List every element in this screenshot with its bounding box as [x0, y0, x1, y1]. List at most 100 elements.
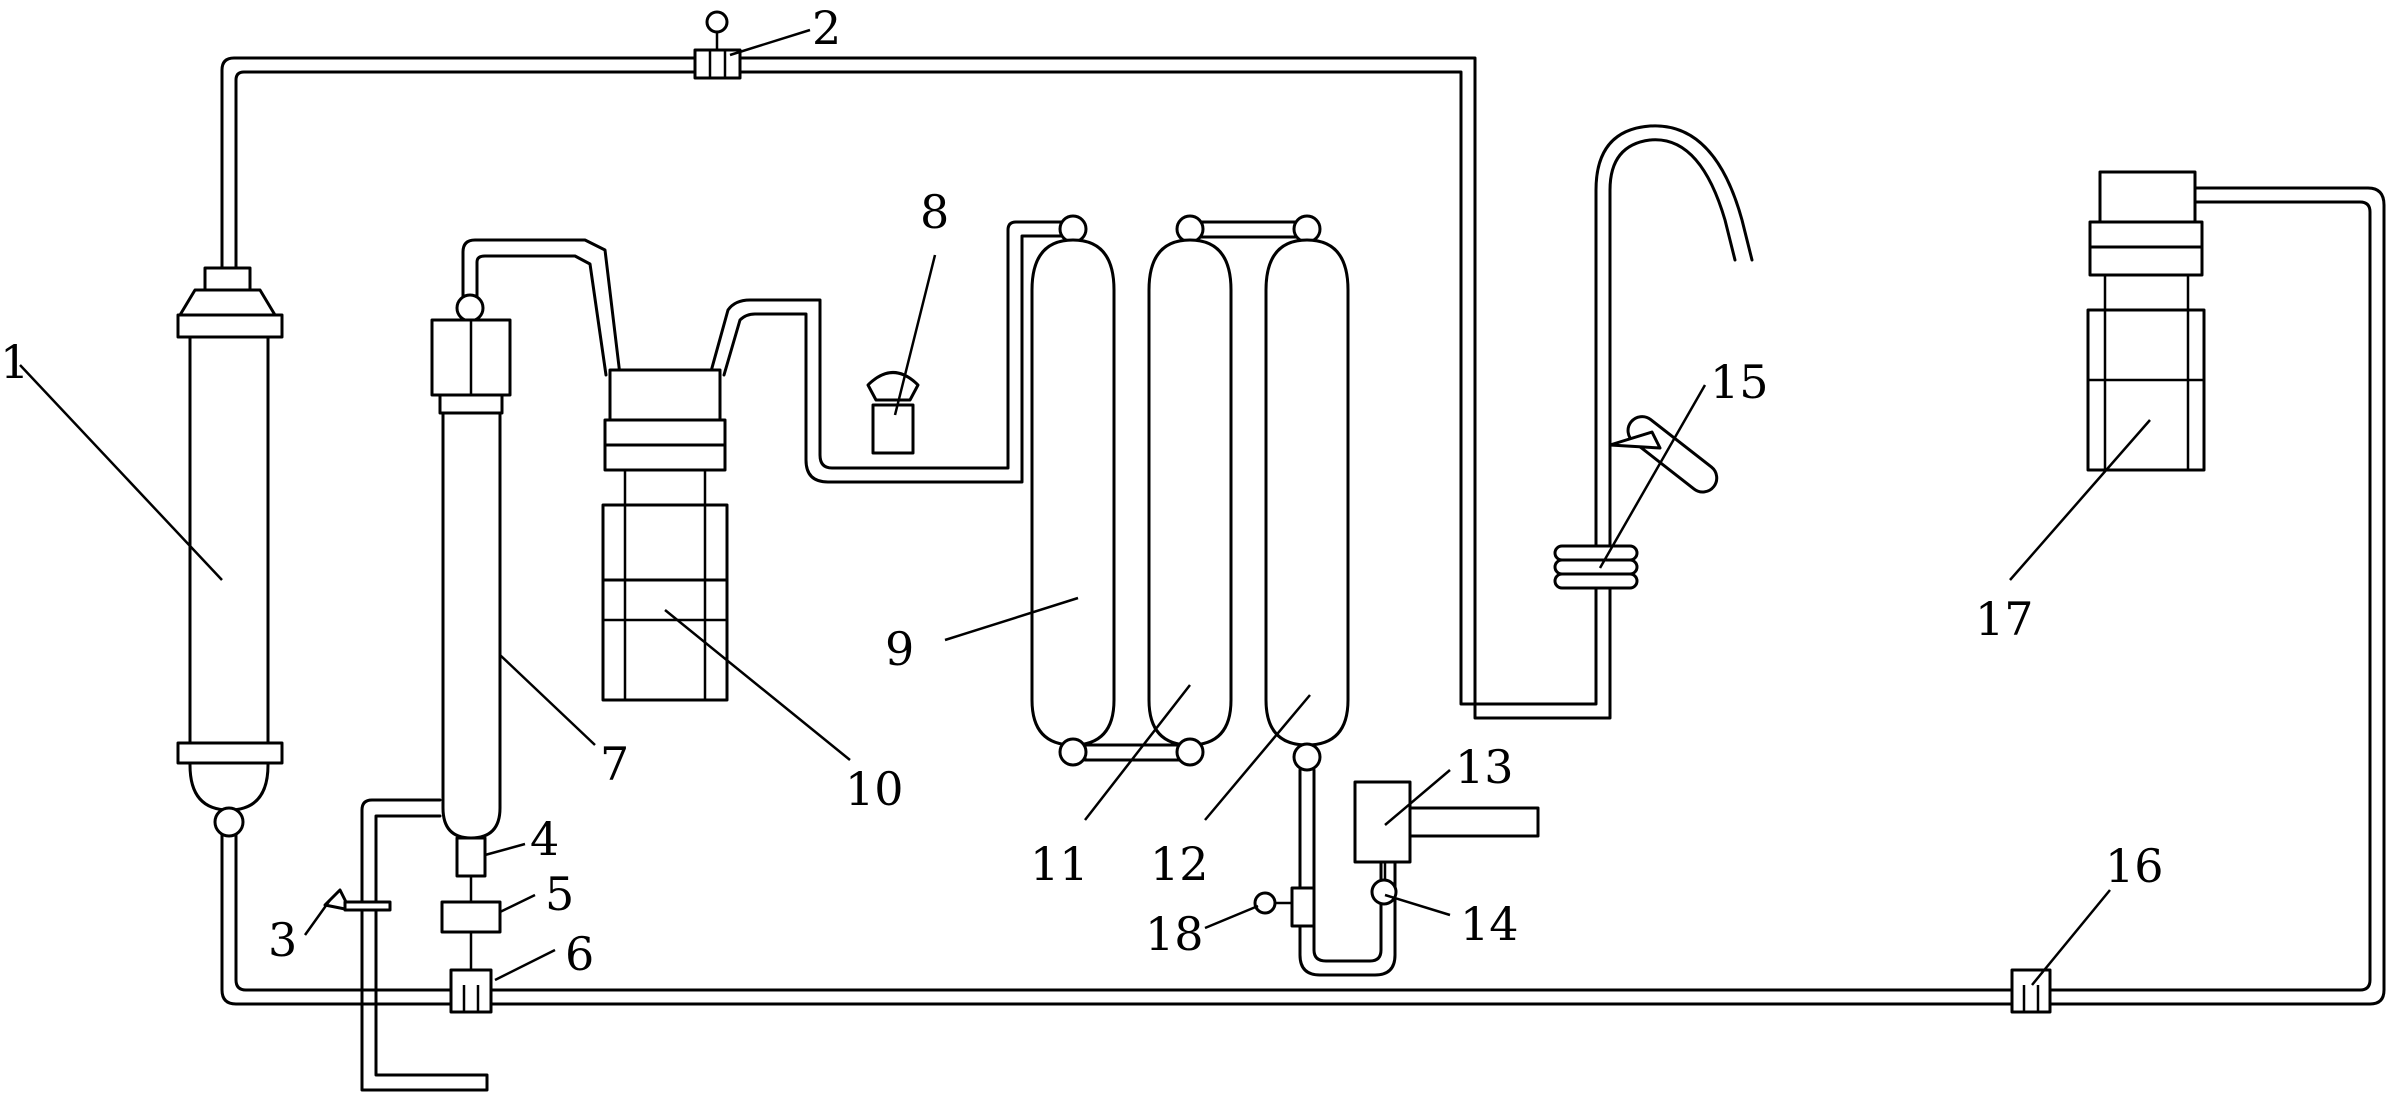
label-6: 6 — [565, 927, 594, 981]
gauge-18-body — [1290, 886, 1316, 928]
label-10: 10 — [845, 762, 904, 816]
label-3: 3 — [268, 913, 297, 967]
column-7-tube — [441, 411, 502, 840]
label-9: 9 — [885, 622, 914, 676]
top-pipe-outer — [220, 56, 1737, 720]
bottom-pipe-inner — [234, 200, 2372, 992]
faucet-15-seal-c — [1553, 572, 1639, 590]
part-4-body — [455, 836, 487, 878]
filter-1-body — [188, 335, 270, 812]
filter-1-cap — [178, 288, 277, 317]
pipe-7-10-inner — [475, 254, 608, 377]
clamp-16-body — [2010, 968, 2052, 1014]
leader-18 — [1204, 904, 1259, 930]
leader-13 — [1384, 769, 1451, 826]
leader-11 — [1084, 684, 1191, 821]
tank-11-body — [1147, 238, 1233, 747]
tank-11 — [1147, 214, 1233, 767]
unit-13-box — [1353, 780, 1412, 864]
unit-13 — [1353, 780, 1540, 880]
drain-tap-3-stem — [343, 900, 392, 912]
filter-1-outlet — [213, 806, 245, 838]
filter-1-ring — [176, 313, 284, 339]
tank-12-bottom-nipple — [1292, 742, 1322, 772]
tank-9 — [1030, 214, 1116, 767]
label-1: 1 — [0, 335, 29, 389]
connector-11-12 — [1198, 220, 1307, 239]
leader-14 — [1384, 893, 1451, 917]
leader-12 — [1204, 694, 1311, 821]
label-18: 18 — [1145, 907, 1204, 961]
filter-cartridge-1 — [176, 266, 284, 838]
faucet-15-seal-b — [1553, 558, 1639, 576]
gauge-18-icon — [1253, 891, 1277, 915]
unit-13-arm — [1398, 806, 1540, 838]
housing-10-band-b — [603, 443, 727, 472]
valve-14-icon — [1370, 878, 1398, 906]
gauge-2-icon — [705, 10, 729, 34]
housing-17-band-b — [2088, 245, 2204, 277]
drain-tap-3 — [323, 888, 392, 912]
label-4: 4 — [530, 812, 559, 866]
leader-2 — [729, 28, 811, 57]
label-8: 8 — [920, 185, 949, 239]
housing-17-top — [2098, 170, 2197, 224]
housing-17-body — [2086, 308, 2206, 472]
leader-17 — [2009, 419, 2151, 581]
pipe-7-10-outer — [461, 238, 622, 377]
label-13: 13 — [1455, 740, 1514, 794]
tank-12-top-nipple — [1292, 214, 1322, 244]
filter-housing-10 — [601, 368, 729, 702]
faucet-15-handle — [1626, 415, 1719, 494]
top-pipe-inner — [234, 70, 1754, 706]
tank-12 — [1264, 214, 1350, 772]
gauge-18 — [1253, 886, 1316, 928]
pipe-12-out-outer — [1298, 768, 1397, 977]
valve-stack-4-5-6 — [440, 836, 502, 1014]
housing-17 — [2086, 170, 2206, 472]
leader-lines — [19, 28, 2151, 986]
column-7-top-nipple — [455, 293, 485, 323]
pipe-10-9-outer — [708, 220, 1065, 470]
label-5: 5 — [545, 867, 574, 921]
column-7 — [430, 293, 512, 840]
tank-11-bottom-nipple — [1175, 737, 1205, 767]
label-14: 14 — [1460, 897, 1519, 951]
housing-10-body-b — [601, 578, 729, 702]
label-11: 11 — [1030, 837, 1089, 891]
leader-10 — [664, 609, 851, 761]
faucet-15 — [1553, 415, 1719, 590]
part-6-body — [449, 968, 493, 1014]
pipe-10-9-inner — [722, 234, 1065, 484]
label-15: 15 — [1710, 355, 1769, 409]
bottom-pipe-outer — [220, 186, 2386, 1006]
filter-1-band — [176, 741, 284, 765]
label-12: 12 — [1150, 837, 1209, 891]
faucet-15-seal-a — [1553, 544, 1639, 562]
tank-9-body — [1030, 238, 1116, 747]
housing-10-band-a — [603, 418, 727, 447]
leader-6 — [494, 948, 556, 982]
valve-2 — [693, 10, 742, 80]
housing-10-top — [608, 368, 722, 422]
valve-2-body — [693, 48, 742, 80]
leader-9 — [944, 596, 1079, 642]
housing-10-body-a — [601, 503, 729, 582]
leader-5 — [499, 893, 536, 914]
filter-1-cap-top — [203, 266, 252, 292]
label-17: 17 — [1975, 592, 2034, 646]
tank-9-top-nipple — [1058, 214, 1088, 244]
housing-17-band-a — [2088, 220, 2204, 249]
number-labels: 1 2 3 4 5 6 7 8 9 10 11 12 13 14 15 16 1… — [0, 1, 2164, 981]
pump-8-head — [866, 371, 920, 402]
label-16: 16 — [2105, 839, 2164, 893]
tank-9-bottom-nipple — [1058, 737, 1088, 767]
column-7-collar — [438, 393, 504, 415]
pump-8-body — [871, 403, 915, 455]
faucet-15-lever — [1608, 430, 1662, 450]
leader-4 — [484, 842, 526, 857]
label-7: 7 — [600, 737, 629, 791]
leader-8 — [893, 254, 937, 416]
leader-15 — [1598, 384, 1707, 569]
